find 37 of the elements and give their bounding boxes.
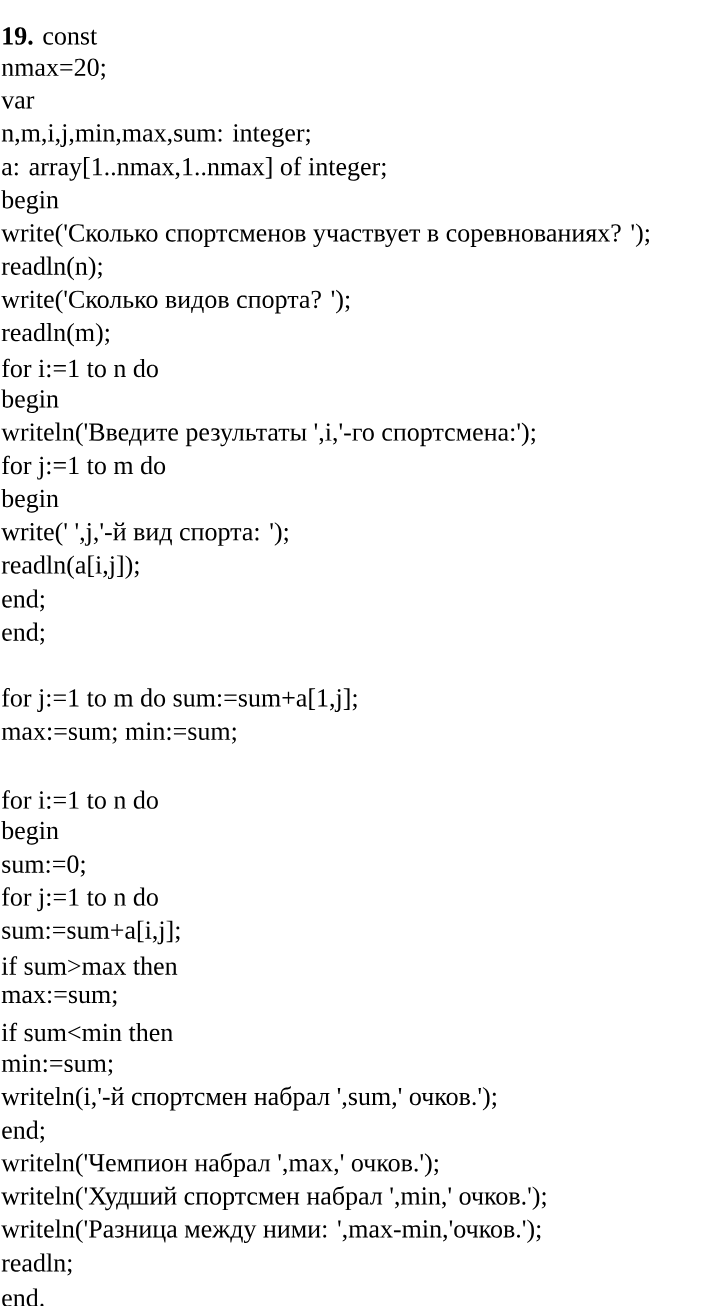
code-line: min:=sum;	[1, 1054, 113, 1076]
code-line: end;	[2, 622, 44, 645]
code-line: for j:=1 to m do sum:=sum+a[1,j];	[2, 688, 357, 712]
code-line: writeln('Худший спортсмен набрал ',min,' очков.');	[1, 1185, 546, 1211]
code-line: readln;	[1, 1253, 72, 1276]
code-line: write('Сколько спортсменов участвует в соревнованиях? ');	[1, 223, 649, 248]
code-line: a: array[1..nmax,1..nmax] of integer;	[2, 156, 386, 181]
code-line: max:=sum;	[1, 990, 117, 1007]
code-line: for j:=1 to m do	[2, 455, 166, 480]
code-line: write('Сколько видов спорта? ');	[1, 289, 350, 314]
code-line: writeln('Введите результаты ',i,'-го спортсмена:');	[1, 422, 535, 447]
code-line: n,m,i,j,min,max,sum: integer;	[1, 124, 310, 147]
code-line: writeln('Чемпион набрал ',max,' очков.');	[1, 1152, 438, 1177]
code-line: nmax=20;	[1, 58, 105, 80]
code-line: 19. const	[3, 27, 98, 45]
code-line: for i:=1 to n do	[2, 358, 158, 378]
code-line: var	[1, 96, 35, 109]
code-line: readln(m);	[1, 323, 109, 347]
code-line: sum:=sum+a[i,j];	[2, 920, 180, 945]
code-line: readln(a[i,j]);	[1, 555, 139, 579]
code-line: write(' ',j,'-й вид спорта: ');	[1, 522, 288, 546]
code-line: if sum>max then	[1, 956, 178, 975]
code-line: end.	[2, 1288, 44, 1306]
code-line: if sum<min then	[1, 1022, 173, 1042]
code-line: writeln(i,'-й спортсмен набрал ',sum,' очков.');	[1, 1086, 496, 1111]
code-line: end;	[2, 1120, 44, 1143]
code-line: end;	[2, 589, 44, 612]
code-line: begin	[1, 489, 59, 513]
code-line: writeln('Разница между ними: ',max-min,'очков.');	[1, 1219, 541, 1244]
code-line: readln(n);	[1, 256, 102, 281]
code-line: for j:=1 to n do	[2, 887, 158, 912]
code-line: begin	[1, 190, 59, 214]
code-line: sum:=0;	[2, 855, 85, 877]
code-line: max:=sum; min:=sum;	[1, 722, 236, 744]
code-line: begin	[1, 821, 59, 845]
code-line: begin	[1, 389, 59, 414]
code-line: for i:=1 to n do	[2, 790, 158, 809]
